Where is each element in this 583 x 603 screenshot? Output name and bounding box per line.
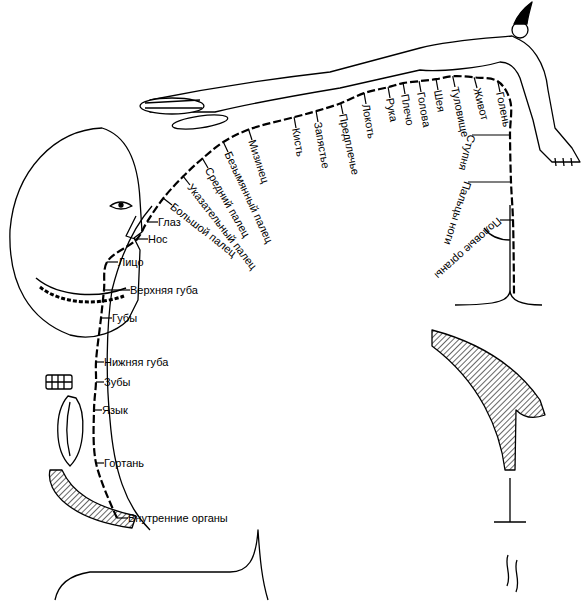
- body-part-label: Предплечье: [337, 113, 362, 176]
- body-part-label: Кисть: [290, 127, 307, 157]
- body-part-label: Верхняя губа: [130, 284, 198, 296]
- face-outline: [10, 128, 142, 337]
- leader-tick: [183, 176, 190, 185]
- leader-tick: [223, 142, 228, 152]
- leader-tick: [107, 261, 118, 262]
- body-part-label: Голень: [494, 91, 513, 128]
- body-part-label: Запястье: [312, 121, 332, 169]
- leader-tick: [163, 198, 172, 205]
- leader-tick: [436, 79, 438, 90]
- hair-tuft: [514, 2, 532, 24]
- teeth-lines: [46, 375, 72, 389]
- body-part-label: Шея: [432, 89, 448, 113]
- leader-tick: [474, 77, 477, 88]
- leader-tick: [364, 93, 366, 104]
- leader-tick: [94, 409, 102, 410]
- teeth: [46, 375, 72, 389]
- projection-dashed-line: [94, 76, 514, 518]
- leader-tick: [147, 221, 158, 222]
- leader-tick: [403, 83, 405, 94]
- tongue-line: [67, 402, 70, 456]
- body-part-label: Лицо: [118, 256, 144, 268]
- body-part-label: Гортань: [104, 457, 144, 469]
- body-part-label: Язык: [102, 404, 128, 416]
- leader-tick: [472, 134, 510, 135]
- leader-tick: [203, 158, 209, 168]
- body-part-label: Голова: [415, 91, 433, 128]
- body-part-label: Зубы: [104, 376, 130, 388]
- eye: [110, 202, 132, 209]
- leader-tick: [96, 381, 104, 382]
- leader-tick: [96, 361, 104, 362]
- section-stem: [494, 478, 526, 522]
- body-part-label: Мизинец: [246, 138, 271, 185]
- body-part-label: Плечо: [399, 93, 416, 127]
- leader-tick: [388, 87, 390, 98]
- body-part-label: Губы: [112, 312, 137, 324]
- body-part-label: Внутренние органы: [128, 512, 228, 524]
- body-part-label: Локоть: [360, 103, 378, 139]
- body-part-label: Ступня: [457, 133, 478, 171]
- leader-tick: [101, 317, 112, 318]
- leader-tick: [104, 289, 130, 290]
- leader-tick: [453, 76, 455, 87]
- larynx: [49, 470, 136, 528]
- body-part-label: Глаз: [158, 216, 181, 228]
- body-part-label: Нос: [148, 233, 168, 245]
- hand: [140, 98, 204, 114]
- tongue: [58, 396, 83, 466]
- leader-tick: [316, 111, 318, 122]
- body-part-label: Рука: [384, 97, 400, 123]
- leader-tick: [500, 219, 513, 220]
- leader-tick: [249, 130, 252, 140]
- fingers: [145, 100, 202, 108]
- section-squiggle: [507, 555, 518, 592]
- body-part-label: Туловище: [449, 86, 471, 138]
- body-part-label: Половые органы: [432, 216, 504, 282]
- body-part-label: Пальцы ноги: [442, 180, 474, 246]
- foot-toes: [555, 158, 572, 166]
- leader-tick: [294, 117, 296, 128]
- body-part-label: Нижняя губа: [104, 356, 168, 368]
- hatched-section: [432, 330, 545, 470]
- leader-tick: [419, 81, 421, 92]
- leader-tick: [341, 103, 343, 114]
- body-part-label: Живот: [471, 86, 491, 121]
- body-figure: [150, 36, 580, 162]
- brain-section-bottom: [55, 530, 268, 600]
- thumb: [171, 112, 228, 132]
- pupil: [119, 203, 123, 207]
- leader-tick: [117, 517, 128, 518]
- leader-tick: [468, 181, 511, 182]
